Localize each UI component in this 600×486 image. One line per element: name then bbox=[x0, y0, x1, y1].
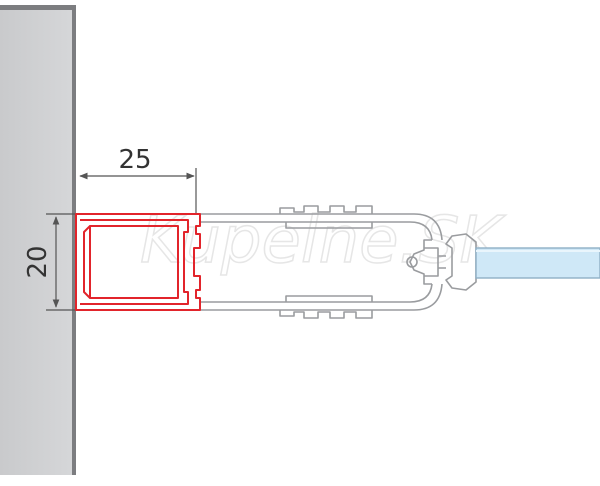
profile-lower-arm-inner bbox=[200, 283, 433, 303]
profile-end-channel bbox=[424, 247, 439, 277]
profile-bottom-clip-inner bbox=[285, 295, 373, 302]
profile-top-clip bbox=[279, 205, 373, 214]
glass-seal bbox=[445, 233, 477, 291]
wall-profile-lip bbox=[83, 225, 91, 299]
wall-body bbox=[0, 5, 76, 475]
wall-profile-chamber bbox=[89, 225, 179, 299]
wall-profile bbox=[75, 213, 201, 311]
width-dimension-label: 25 bbox=[118, 145, 151, 175]
width-dimension: 25 bbox=[79, 145, 197, 214]
glass-panel bbox=[475, 247, 600, 279]
wall-top-edge bbox=[0, 5, 76, 10]
wall-profile-inner bbox=[80, 219, 189, 305]
wall bbox=[0, 5, 76, 475]
height-dimension-label: 20 bbox=[23, 245, 53, 278]
profile-top-clip-inner bbox=[285, 222, 373, 229]
profile-upper-arm bbox=[200, 213, 443, 241]
profile-upper-arm-inner bbox=[200, 221, 433, 241]
wall-right-edge bbox=[72, 5, 76, 475]
profile-end-hook bbox=[406, 256, 418, 268]
sliding-profile bbox=[200, 205, 477, 319]
profile-lower-arm bbox=[200, 283, 443, 311]
wall-profile-outer bbox=[75, 213, 201, 311]
profile-end-cap bbox=[409, 239, 432, 285]
profile-bottom-clip bbox=[279, 310, 373, 319]
glass-pane bbox=[475, 247, 600, 279]
seal-link bbox=[438, 255, 446, 269]
